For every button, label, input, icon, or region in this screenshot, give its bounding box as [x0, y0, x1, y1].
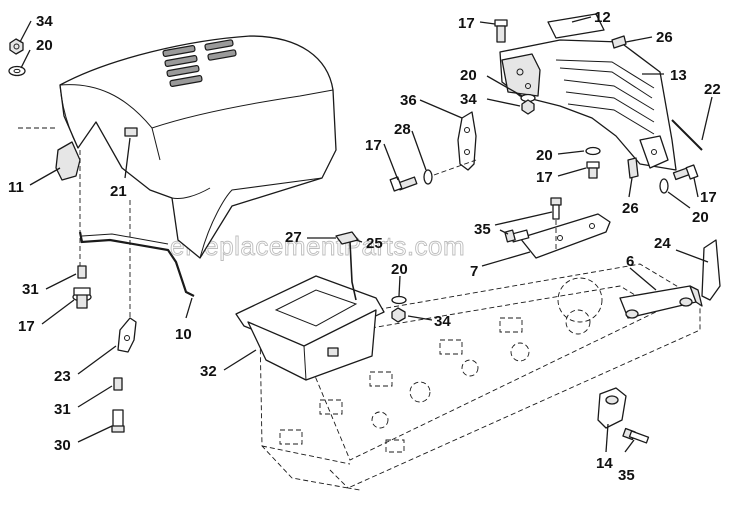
callout-11: 11 [8, 179, 24, 196]
watermark: eReplacementParts.com [170, 231, 465, 261]
bracket-23[interactable] [117, 317, 137, 353]
callout-35: 35 [618, 467, 635, 484]
callout-20: 20 [692, 209, 709, 226]
callout-36: 36 [400, 92, 417, 109]
washer-20-mid[interactable] [585, 146, 601, 156]
bolt-30[interactable] [111, 409, 125, 433]
callout-labels: 34 20 11 21 31 17 10 23 31 30 17 12 26 1… [8, 9, 721, 484]
hood-grille [162, 39, 237, 88]
bolt-17-mid[interactable] [586, 161, 600, 179]
bolt-17-lower-left[interactable] [72, 287, 92, 309]
bolt-35-lower[interactable] [622, 427, 650, 444]
callout-23: 23 [54, 368, 71, 385]
bolt-17-right[interactable] [672, 164, 699, 181]
callout-12: 12 [594, 9, 611, 26]
bracket-14[interactable] [597, 387, 627, 429]
washer-20-right[interactable] [659, 178, 669, 194]
callout-27: 27 [285, 229, 302, 246]
callout-22: 22 [704, 81, 721, 98]
hood-tab [124, 127, 138, 137]
callout-31: 31 [22, 281, 39, 298]
plate-12[interactable] [547, 13, 605, 39]
callout-20: 20 [391, 261, 408, 278]
callout-17: 17 [458, 15, 475, 32]
callout-17: 17 [536, 169, 553, 186]
hood-support-rod[interactable] [78, 231, 195, 297]
hood-side-light [55, 141, 81, 181]
callout-20: 20 [536, 147, 553, 164]
callout-34: 34 [460, 91, 477, 108]
bracket-36[interactable] [457, 111, 477, 171]
clamp-25[interactable] [349, 241, 357, 301]
callout-17: 17 [18, 318, 35, 335]
callout-34: 34 [36, 13, 53, 30]
bolt-17-left-bracket[interactable] [389, 176, 418, 192]
bracket-7[interactable] [519, 213, 611, 259]
callout-28: 28 [394, 121, 411, 138]
bolt-17-top[interactable] [494, 19, 508, 43]
leader-lines [19, 16, 713, 453]
clip-26-upper[interactable] [611, 35, 627, 49]
washer-20-tray[interactable] [391, 295, 407, 305]
callout-10: 10 [175, 326, 192, 343]
washer-28[interactable] [423, 169, 433, 185]
rod-22[interactable] [671, 119, 703, 151]
callout-26: 26 [656, 29, 673, 46]
callout-13: 13 [670, 67, 687, 84]
callout-17: 17 [700, 189, 717, 206]
washer-20-upper-left[interactable] [8, 65, 26, 77]
nut-34-tray[interactable] [391, 307, 406, 323]
callout-26: 26 [622, 200, 639, 217]
battery-tray-32[interactable] [235, 275, 385, 381]
spacer-31-lower[interactable] [113, 377, 123, 391]
callout-6: 6 [626, 253, 634, 270]
bracket-24[interactable] [701, 239, 721, 301]
clip-26-lower[interactable] [627, 157, 639, 179]
callout-30: 30 [54, 437, 71, 454]
callout-31: 31 [54, 401, 71, 418]
bolt-35-upper-right[interactable] [550, 197, 562, 220]
callout-25: 25 [366, 235, 383, 252]
callout-20: 20 [460, 67, 477, 84]
callout-35: 35 [474, 221, 491, 238]
callout-14: 14 [596, 455, 613, 472]
callout-24: 24 [654, 235, 671, 252]
nut-34-upper-left[interactable] [9, 38, 24, 55]
bracket-right[interactable] [639, 135, 669, 169]
bracket-6[interactable] [619, 285, 703, 319]
hood-assembly[interactable] [55, 35, 337, 259]
callout-32: 32 [200, 363, 217, 380]
callout-20: 20 [36, 37, 53, 54]
callout-17: 17 [365, 137, 382, 154]
nut-34-dash[interactable] [521, 99, 535, 115]
spacer-31-upper[interactable] [77, 265, 87, 279]
callout-21: 21 [110, 183, 127, 200]
callout-7: 7 [470, 263, 478, 280]
callout-34: 34 [434, 313, 451, 330]
